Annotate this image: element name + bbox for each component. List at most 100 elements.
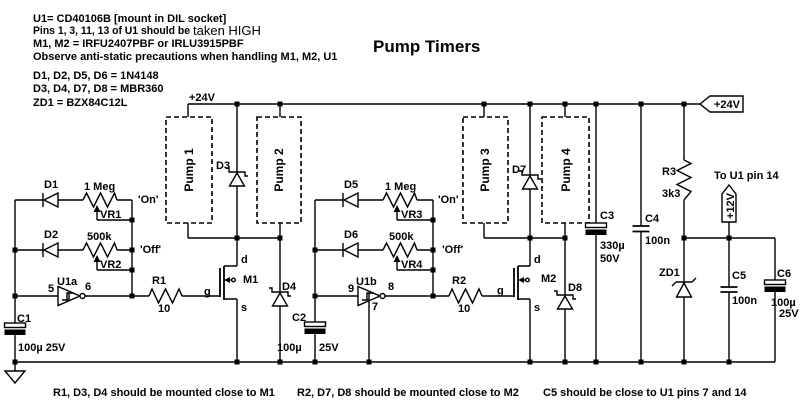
d1-label: D1 (44, 179, 58, 191)
hysteresis-icon (62, 293, 70, 301)
pump3-box: Pump 3 (462, 104, 509, 238)
resistor-r3: R3 3k3 (662, 104, 693, 238)
mosfet-m2: g d M2 s (482, 238, 556, 362)
c2-label: C2 (292, 312, 306, 324)
u1a-label: U1a (57, 276, 78, 288)
pump2-label: Pump 2 (272, 148, 286, 192)
c2-value-1: 100µ (277, 342, 302, 354)
c6-value-1: 100µ (771, 297, 796, 309)
pot-vr2: 500k VR2 'Off' (82, 231, 161, 271)
c3-value-1: 330µ (600, 240, 625, 252)
vr2-wiper-arrow-icon (93, 255, 101, 262)
m2-source-label: s (534, 302, 540, 314)
r1-label: R1 (152, 275, 166, 287)
inverter-bubble-icon (79, 292, 86, 300)
cap-c6: C6 100µ 25V (763, 238, 799, 362)
notes-top: U1= CD40106B [mount in DIL socket] Pins … (33, 13, 337, 109)
v12-tag: +12V To U1 pin 14 (714, 170, 779, 238)
c3-value-2: 50V (600, 253, 620, 265)
d5-label: D5 (344, 179, 358, 191)
c4-label: C4 (645, 213, 660, 225)
m1-body-arrow-icon (224, 277, 230, 283)
page-title: Pump Timers (373, 37, 480, 56)
note-pins: Pins 1, 3, 11, 13 of U1 should be (33, 25, 190, 37)
vr1-value: 1 Meg (84, 181, 115, 193)
note-pins-high: taken HIGH (193, 23, 261, 38)
notes-bottom: R1, D3, D4 should be mounted close to M1… (53, 387, 747, 399)
off-label-1: 'Off' (140, 244, 161, 256)
diode-d8: D8 (554, 238, 582, 362)
resistor-r2: R2 10 (448, 275, 483, 315)
m2-gate-label: g (497, 285, 504, 297)
note-antistatic: Observe anti-static precautions when han… (33, 51, 337, 63)
m2-label: M2 (541, 273, 556, 285)
d4-label: D4 (282, 281, 297, 293)
diode-d6: D6 (315, 229, 383, 259)
pot-vr3: 1 Meg VR3 'On' (382, 181, 459, 221)
inverter-bubble-icon (379, 292, 386, 300)
m1-drain-label: d (241, 254, 248, 266)
d3-label: D3 (216, 160, 230, 172)
pump4-box: Pump 4 (541, 104, 590, 238)
osc2: D5 1 Meg VR3 'On' D6 500k VR4 'Off' (277, 179, 483, 362)
hysteresis-icon (366, 292, 374, 300)
note-mosfet-types: M1, M2 = IRFU2407PBF or IRLU3915PBF (33, 38, 244, 50)
tag-12v-text: +12V (725, 192, 737, 219)
bottom-rail-ground (3, 361, 775, 385)
note-schottky-diodes: D3, D4, D7, D8 = MBR360 (33, 83, 164, 95)
resistor-r1: R1 10 (148, 275, 183, 315)
c6-label: C6 (777, 268, 791, 280)
r2-label: R2 (452, 275, 466, 287)
d6-label: D6 (344, 229, 358, 241)
junction-dots (12, 101, 732, 365)
c4-value: 100n (645, 235, 670, 247)
cap-c2: C2 100µ 25V (277, 312, 339, 354)
off-label-2: 'Off' (442, 244, 463, 256)
r3-label: R3 (662, 166, 676, 178)
vr4-label: VR4 (401, 259, 423, 271)
u1b-label: U1b (356, 276, 377, 288)
diode-d7: D7 (512, 104, 541, 238)
tag-24v (698, 95, 744, 113)
tag-12v (721, 183, 737, 223)
pot-vr1: 1 Meg VR1 'On' (82, 181, 159, 221)
m1-gate-label: g (204, 286, 211, 298)
ground-icon (3, 370, 27, 385)
vr1-wiper-arrow-icon (93, 205, 101, 212)
c1-label: C1 (17, 313, 31, 325)
note-mount-m2: R2, D7, D8 should be mounted close to M2 (297, 387, 519, 399)
diode-d5: D5 (315, 179, 383, 209)
pump1-box: Pump 1 (165, 104, 213, 238)
mosfet-m1: g d M1 s (182, 238, 258, 362)
cap-c3: C3 330µ 50V (584, 104, 625, 362)
zd1-label: ZD1 (659, 267, 680, 279)
vr3-value: 1 Meg (385, 181, 416, 193)
hysteresis-icon (362, 293, 370, 301)
u1a-pin5: 5 (48, 283, 54, 295)
note-small-diodes: D1, D2, D5, D6 = 1N4148 (33, 70, 159, 82)
c5-value: 100n (732, 295, 757, 307)
pump1-label: Pump 1 (182, 148, 196, 192)
m2-drain-label: d (534, 254, 541, 266)
osc1: D1 1 Meg VR1 'On' D2 500k VR2 'Off' (3, 179, 183, 362)
pot-vr4: 500k VR4 'Off' (382, 231, 463, 271)
on-label-2: 'On' (438, 194, 459, 206)
c2-value-2: 25V (319, 342, 339, 354)
u1b-pin8: 8 (388, 281, 394, 293)
diode-d4: D4 (269, 238, 297, 362)
cap-c4: C4 100n (632, 104, 670, 362)
r3-value: 3k3 (662, 188, 680, 200)
note-mount-m1: R1, D3, D4 should be mounted close to M1 (53, 387, 275, 399)
vr3-label: VR3 (401, 209, 422, 221)
vr4-wiper-arrow-icon (393, 255, 401, 262)
u1b-pin7: 7 (372, 301, 378, 313)
note-c5-placement: C5 should be close to U1 pins 7 and 14 (543, 387, 747, 399)
u1b-pin9: 9 (348, 283, 354, 295)
inverter-u1b: 9 U1b 8 7 (315, 276, 449, 362)
zener-zd1: ZD1 (659, 238, 697, 362)
vr1-label: VR1 (100, 209, 121, 221)
cap-c5: C5 100n (720, 238, 757, 362)
d2-label: D2 (44, 229, 58, 241)
